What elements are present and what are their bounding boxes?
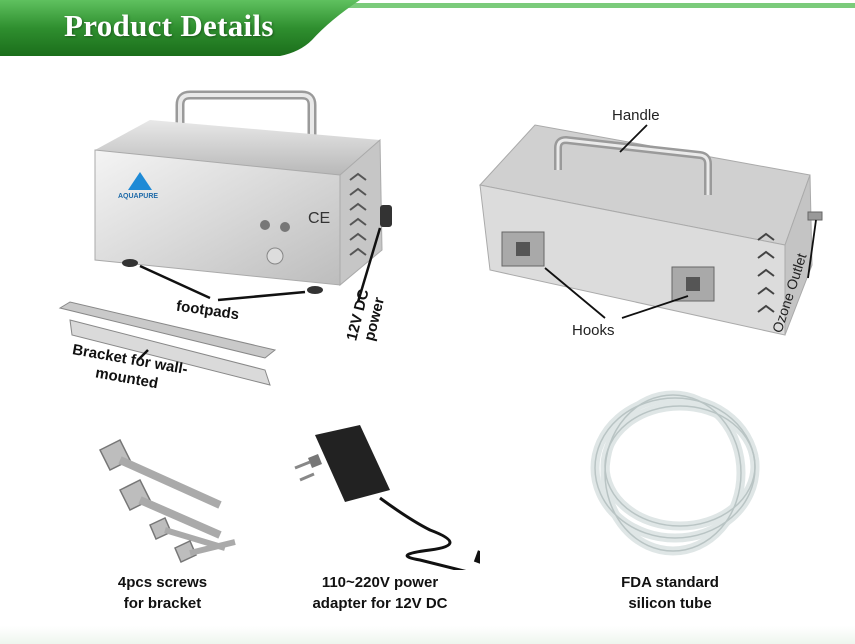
screws-caption-line1: 4pcs screws bbox=[117, 574, 208, 591]
accessory-silicon-tube: FDA standard silicon tube bbox=[575, 378, 775, 620]
silicon-tube-caption-line1: FDA standard bbox=[621, 574, 719, 591]
ozone-generator-front-image bbox=[58, 90, 392, 386]
power-adapter-caption: 110~220V power adapter for 12V DC bbox=[280, 572, 480, 614]
power-adapter-caption-line2: adapter for 12V DC bbox=[312, 595, 448, 612]
brand-logo-text: AQUAPURE bbox=[118, 193, 159, 200]
handle-label: Handle bbox=[612, 107, 660, 124]
power-adapter-caption-line1: 110~220V power bbox=[321, 574, 439, 591]
side-view-panel: Handle Hooks Ozone Outlet bbox=[460, 100, 855, 360]
ozone-generator-side-image bbox=[479, 124, 823, 336]
screws-icon bbox=[98, 438, 236, 564]
header-banner-shape bbox=[0, 0, 855, 56]
bottom-fade bbox=[0, 626, 855, 644]
power-adapter-icon bbox=[294, 425, 507, 582]
screws-caption-line2: for bracket bbox=[123, 595, 202, 612]
header-banner: Product Details bbox=[0, 0, 855, 58]
accessory-power-adapter: 110~220V power adapter for 12V DC bbox=[280, 420, 507, 620]
silicon-tube-icon bbox=[590, 390, 760, 556]
ce-mark: CE bbox=[308, 210, 331, 227]
silicon-tube-caption-line2: silicon tube bbox=[628, 595, 712, 612]
accessory-screws: 4pcs screws for bracket bbox=[85, 430, 255, 620]
page-title: Product Details bbox=[64, 8, 274, 43]
hooks-label: Hooks bbox=[572, 322, 615, 339]
silicon-tube-caption: FDA standard silicon tube bbox=[575, 572, 765, 614]
screws-caption: 4pcs screws for bracket bbox=[85, 572, 240, 614]
front-view-panel: AQUAPURE CE footpads 12V DC power Bracke… bbox=[40, 80, 420, 420]
